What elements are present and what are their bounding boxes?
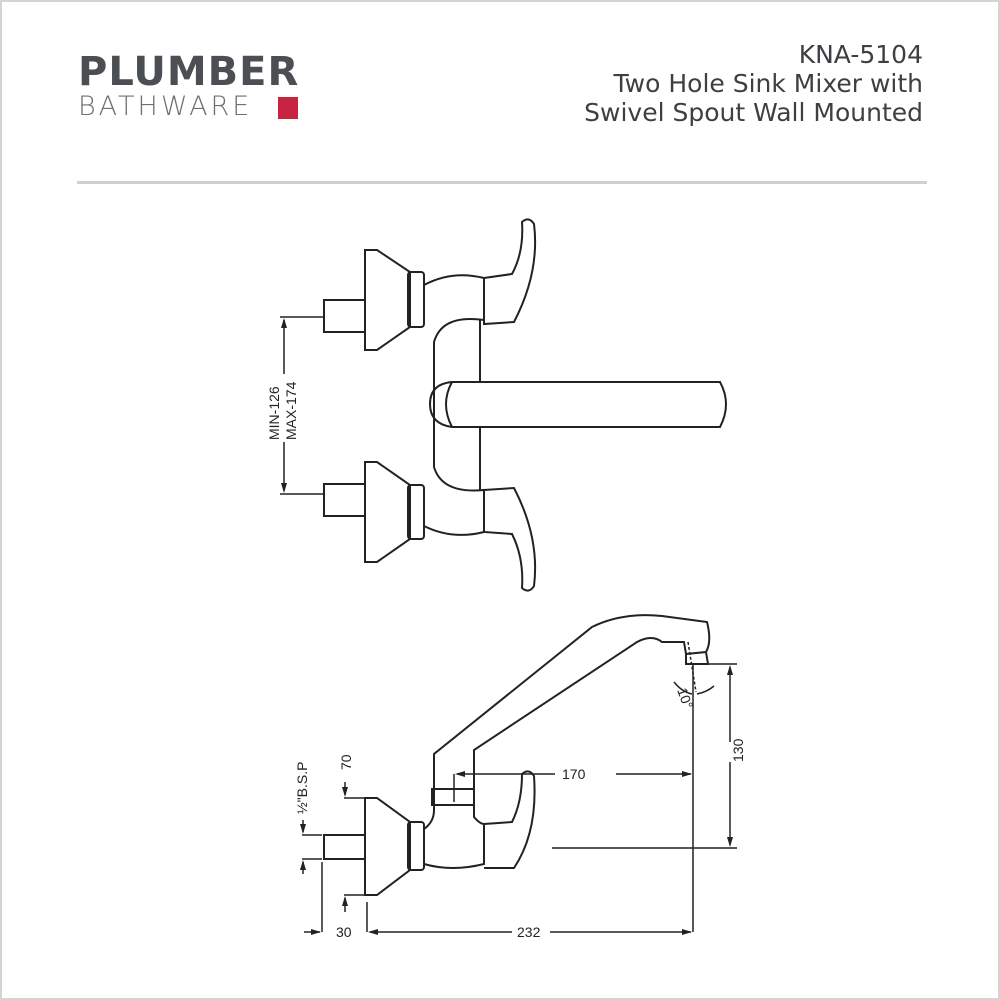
height-label: 130 <box>730 738 746 762</box>
reach-label: 170 <box>562 766 586 782</box>
side-shank <box>323 834 366 860</box>
min-label: MIN-126 <box>266 386 282 440</box>
spout-collar <box>445 381 453 428</box>
side-handle <box>483 770 536 869</box>
inlet-spacing-dimension <box>280 316 324 495</box>
header-divider <box>77 181 927 184</box>
side-flange <box>364 797 411 896</box>
lower-flange <box>364 461 411 563</box>
brand-logo-subtext: BATHWARE <box>78 91 253 122</box>
product-title-line2: Swivel Spout Wall Mounted <box>584 98 923 127</box>
thread-label: ½"B.S.P <box>294 762 310 814</box>
spout-collar-side <box>431 788 475 806</box>
offset-bottom-label: 30 <box>336 924 352 940</box>
offset-top-label: 70 <box>338 754 354 770</box>
lower-nut <box>407 484 425 540</box>
brand-logo-square <box>278 97 298 119</box>
product-code: KNA-5104 <box>798 40 923 69</box>
upper-shank <box>323 299 366 333</box>
projection-label: 232 <box>517 924 541 940</box>
spout-top <box>428 381 727 428</box>
product-title-block: KNA-5104 Two Hole Sink Mixer with Swivel… <box>584 40 923 127</box>
aerator <box>685 651 710 665</box>
top-view: MIN-126 MAX-174 <box>266 218 727 592</box>
max-label: MAX-174 <box>283 381 299 440</box>
angle-label: 10° <box>674 686 696 711</box>
side-view: 10° 130 170 232 30 70 ½"B.S.P <box>294 614 746 940</box>
dimension-lines <box>302 641 737 933</box>
dimension-arrows <box>300 665 733 935</box>
brand-logo-text: PLUMBER <box>78 49 300 95</box>
mixer-body <box>423 274 485 536</box>
upper-handle <box>483 218 537 326</box>
lower-handle <box>483 486 537 592</box>
spout-side <box>423 614 711 869</box>
side-nut <box>407 821 425 871</box>
lower-shank <box>323 483 366 517</box>
upper-flange <box>364 249 411 351</box>
upper-nut <box>407 271 425 328</box>
product-title-line1: Two Hole Sink Mixer with <box>613 69 923 98</box>
